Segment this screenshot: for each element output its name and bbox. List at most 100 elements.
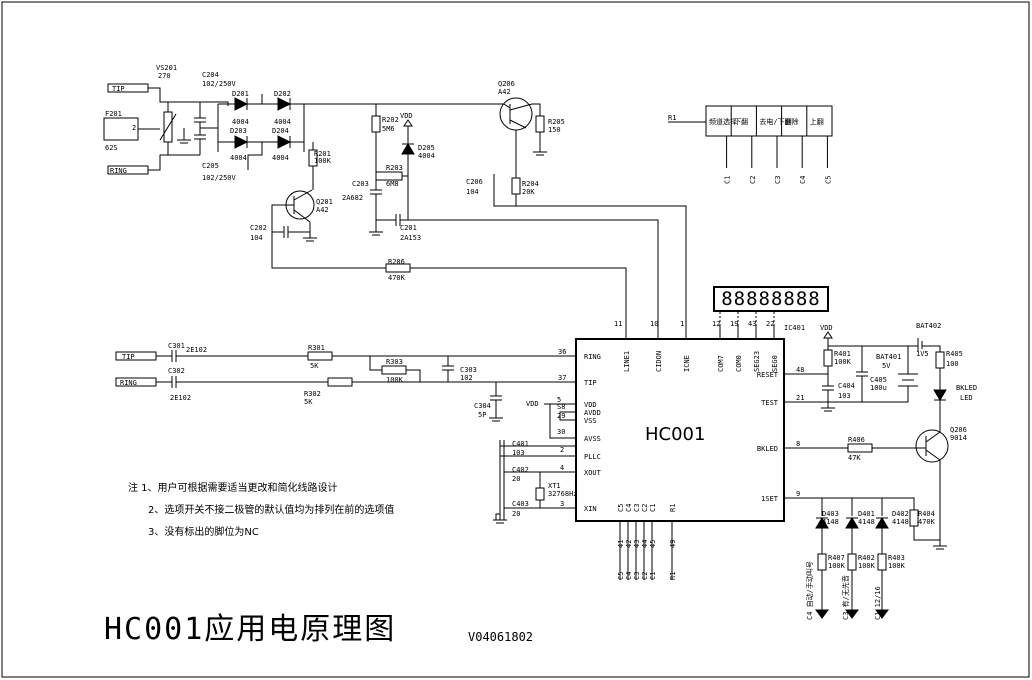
c301-value: 2E102 — [186, 346, 207, 354]
lcd-display: 88888888 — [713, 286, 829, 312]
varistor-slash — [159, 113, 177, 141]
diode-d202 — [277, 97, 292, 111]
c205-label: C205 — [202, 162, 219, 170]
pin-3: 3 — [560, 500, 564, 508]
ci-vdd-label: VDD — [526, 400, 539, 408]
r301-label: R301 — [308, 344, 325, 352]
pin-29: 29 — [557, 412, 565, 420]
power-top — [827, 338, 908, 347]
resistor-r303 — [381, 365, 407, 375]
d205-label: D205 — [418, 144, 435, 152]
resistor-r204 — [511, 177, 521, 195]
q201-label: Q201 — [316, 198, 333, 206]
resistor-r205 — [535, 115, 545, 133]
bottom-pin-inner: C2 — [641, 504, 649, 512]
bat402-label: BAT402 — [916, 322, 941, 330]
d401-label: D401 — [858, 510, 875, 518]
schematic-title: HC001应用电原理图 — [104, 612, 397, 647]
r405-value: 100 — [946, 360, 959, 368]
resistor-r403 — [877, 553, 887, 571]
bat401-lead2 — [862, 386, 909, 403]
c202-wire — [271, 204, 294, 233]
power-vdd: VDD — [820, 324, 833, 332]
note-3: 3、没有标出的脚位为NC — [148, 527, 259, 538]
keypad-key-label: 频道选择 — [709, 117, 737, 126]
vdd-arrow-1 — [403, 119, 413, 127]
bottom-pin-num: 49 — [669, 540, 677, 548]
q201-emitter — [293, 209, 311, 223]
bottom-pin-inner: C1 — [649, 504, 657, 512]
pin-48: 48 — [796, 366, 804, 374]
q206-k — [509, 103, 533, 111]
r206-label: R206 — [388, 258, 405, 266]
bkled-label: BKLED — [956, 384, 977, 392]
resistor-r405 — [935, 351, 945, 369]
wire-ring — [148, 154, 200, 171]
r402o-value: 100K — [858, 562, 876, 570]
c302-value: 2E102 — [170, 394, 191, 402]
r204-label: R204 — [522, 180, 539, 188]
pin-8: 8 — [796, 440, 800, 448]
c304-label: C304 — [474, 402, 491, 410]
diode-d401 — [845, 517, 859, 529]
q201-collector — [293, 189, 313, 201]
f201-pin: 2 — [132, 124, 136, 132]
reset-wire — [785, 366, 829, 375]
vss-wire — [559, 411, 575, 421]
pin-9: 9 — [796, 490, 800, 498]
pin-22: 22 — [766, 320, 774, 328]
resistor-r301 — [307, 351, 333, 361]
r206-wire-l — [271, 232, 386, 269]
d202-label: D202 — [274, 90, 291, 98]
led-symbol — [933, 389, 947, 401]
opt-arrow-2 — [845, 609, 859, 619]
icne-wire — [493, 174, 687, 338]
pin-36: 36 — [558, 348, 566, 356]
bottom-pin-num: 43 — [633, 540, 641, 548]
r303-label: R303 — [386, 358, 403, 366]
r204-value: 20K — [522, 188, 535, 196]
pin-21: 21 — [796, 394, 804, 402]
c201-value: 2A153 — [400, 234, 421, 242]
r205-value: 150 — [548, 126, 561, 134]
bottom-pin-inner: R1 — [669, 504, 677, 512]
c405-value: 100u — [870, 384, 887, 392]
q206led-e — [925, 449, 941, 461]
d403-label: D403 — [822, 510, 839, 518]
wire-tip — [148, 87, 229, 106]
resistor-r202 — [371, 115, 381, 133]
r201-value: 100K — [314, 157, 332, 165]
r203-label: R203 — [386, 164, 403, 172]
diode-d203 — [234, 135, 249, 149]
opt2-label: C3 有/无先音 — [841, 575, 850, 620]
keypad-key-label: 上翻 — [810, 117, 824, 126]
d205-value: 4004 — [418, 152, 435, 160]
r407-label: R407 — [828, 554, 845, 562]
r403-label: R403 — [888, 554, 905, 562]
r405-label: R405 — [946, 350, 963, 358]
c201-label: C201 — [400, 224, 417, 232]
c401-value: 103 — [512, 449, 525, 457]
iset-wire — [785, 497, 915, 510]
resistor-r402-opt — [847, 553, 857, 571]
diode-d201 — [234, 97, 249, 111]
test-wire — [785, 390, 829, 403]
ic-ref: IC401 — [784, 324, 805, 332]
q206led-label: Q206 — [950, 426, 967, 434]
r206-value: 470K — [388, 274, 406, 282]
c202-label: C202 — [250, 224, 267, 232]
version-number: V04061802 — [468, 630, 534, 644]
bottom-pin-name: C2 — [641, 572, 649, 580]
c303-label: C303 — [460, 366, 477, 374]
r203-value: 6M8 — [386, 180, 399, 188]
vs201-value: 270 — [158, 72, 171, 80]
pin-11: 11 — [614, 320, 622, 328]
c201-wire-r — [400, 219, 659, 338]
c402-label: C402 — [512, 466, 529, 474]
ci-ring-label: RING — [120, 379, 137, 387]
keypad-key-label: 下翻 — [734, 117, 748, 126]
r303-lead — [369, 356, 382, 371]
r407-value: 100K — [828, 562, 846, 570]
note-2: 2、选项开关不接二极管的默认值均为排列在前的选项值 — [148, 505, 395, 516]
bottom-pin-num: 45 — [649, 540, 657, 548]
